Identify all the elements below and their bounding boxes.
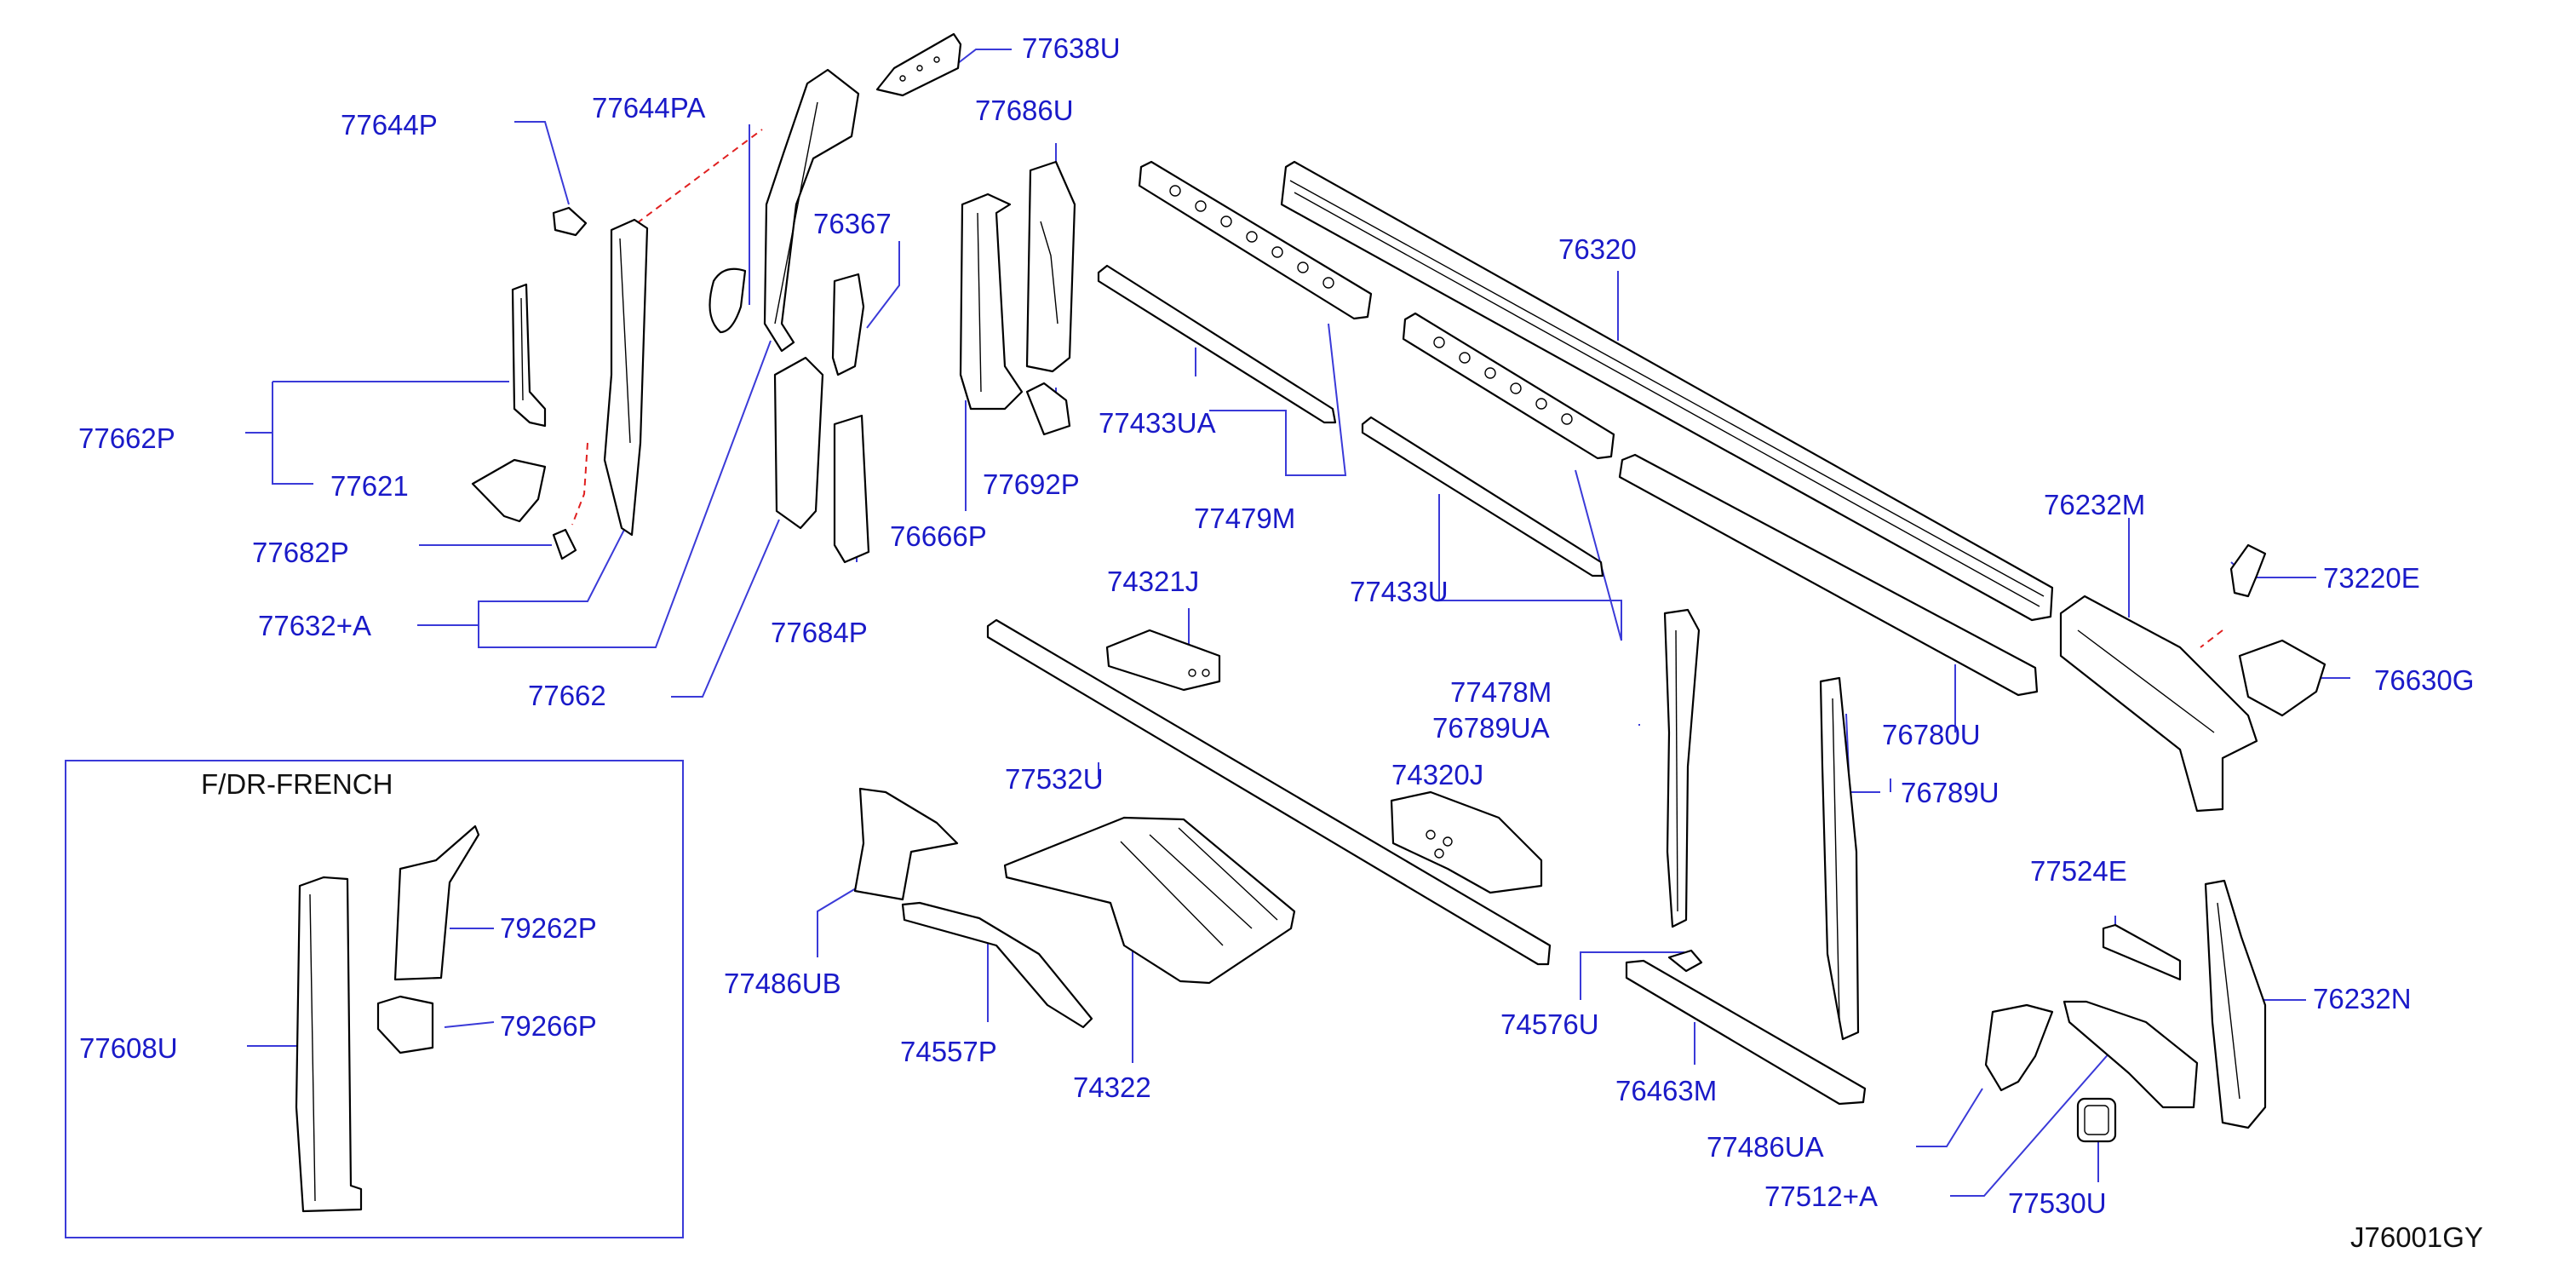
part-label-74576U: 74576U [1500,1008,1599,1040]
part-label-77662: 77662 [528,680,606,711]
part-label-77692P: 77692P [983,468,1080,500]
part-label-77524E: 77524E [2030,855,2127,887]
part-label-76320: 76320 [1558,233,1637,265]
part-label-76232N: 76232N [2313,983,2412,1014]
part-label-77486UA: 77486UA [1707,1131,1824,1163]
inset-title: F/DR-FRENCH [201,768,393,800]
part-label-77512A: 77512+A [1764,1181,1879,1212]
part-label-76780U: 76780U [1882,719,1981,750]
part-label-77478M: 77478M [1450,676,1552,708]
part-label-76789UA: 76789UA [1432,712,1550,744]
part-label-74557P: 74557P [900,1036,997,1067]
part-label-77632A: 77632+A [258,610,372,641]
part-label-79262P: 79262P [500,912,597,944]
part-label-77662P: 77662P [78,422,175,454]
part-label-77608U: 77608U [79,1032,178,1064]
part-label-76666P: 76666P [890,520,987,552]
part-label-74322: 74322 [1073,1072,1151,1103]
part-label-77686U: 77686U [975,95,1074,126]
diagram-code: J76001GY [2350,1221,2483,1253]
part-label-76463M: 76463M [1615,1075,1718,1106]
part-label-76367: 76367 [813,208,892,239]
part-label-76630G: 76630G [2374,664,2475,696]
part-label-77644PA: 77644PA [592,92,706,124]
part-label-77644P: 77644P [341,109,438,141]
part-label-77433U: 77433U [1350,576,1449,607]
part-label-77621: 77621 [330,470,409,502]
part-label-77532U: 77532U [1005,763,1104,795]
part-label-77479M: 77479M [1194,503,1296,534]
dashed-leaders [571,129,2223,648]
inset-frame [65,760,684,1238]
part-label-76232M: 76232M [2044,489,2146,520]
part-art [295,32,2326,1213]
part-label-77638U: 77638U [1022,32,1121,64]
part-label-77486UB: 77486UB [724,968,841,999]
part-label-77682P: 77682P [252,537,349,568]
part-label-74321J: 74321J [1107,566,1200,597]
part-label-73220E: 73220E [2323,562,2420,594]
part-label-77433UA: 77433UA [1099,407,1216,439]
part-label-79266P: 79266P [500,1010,597,1042]
perforations-upper [1169,185,1334,289]
perforations-lower [1433,336,1573,425]
part-label-77530U: 77530U [2008,1187,2107,1219]
part-label-77684P: 77684P [771,617,868,648]
part-label-76789U: 76789U [1901,777,1999,808]
part-label-74320J: 74320J [1391,759,1484,790]
